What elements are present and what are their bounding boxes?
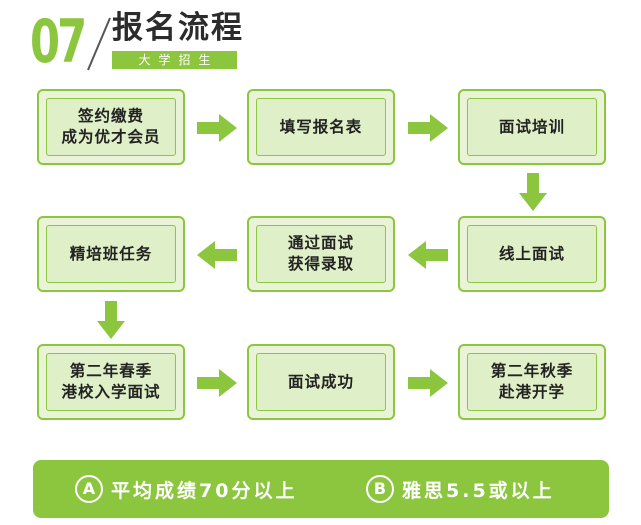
arrow-left-icon xyxy=(408,241,448,269)
marker-a-icon: A xyxy=(75,475,103,503)
requirement-b-text: 雅思5.5或以上 xyxy=(402,479,555,502)
slash-decoration-icon xyxy=(80,14,120,74)
step-box-9: 第二年秋季 赴港开学 xyxy=(458,344,606,420)
step-label-3: 面试培训 xyxy=(498,117,565,136)
step-label-1: 签约缴费 成为优才会员 xyxy=(61,107,161,146)
marker-b-icon: B xyxy=(366,475,394,503)
arrow-right-icon xyxy=(197,369,237,397)
step-label-6: 精培班任务 xyxy=(69,244,153,263)
arrow-down-icon xyxy=(519,173,547,211)
step-box-4: 线上面试 xyxy=(458,216,606,292)
step-box-1: 签约缴费 成为优才会员 xyxy=(37,89,185,165)
arrow-right-icon xyxy=(408,369,448,397)
step-box-8: 面试成功 xyxy=(247,344,395,420)
page-title: 报名流程 xyxy=(112,10,244,46)
step-label-4: 线上面试 xyxy=(498,244,565,263)
step-label-9: 第二年秋季 赴港开学 xyxy=(490,362,574,401)
arrow-left-icon xyxy=(197,241,237,269)
requirement-b: B 雅思5.5或以上 xyxy=(366,474,555,504)
step-box-6: 精培班任务 xyxy=(37,216,185,292)
section-number: 07 xyxy=(30,7,87,77)
page-subtitle: 大学招生 xyxy=(112,51,237,69)
step-label-5: 通过面试 获得录取 xyxy=(287,234,354,273)
step-label-8: 面试成功 xyxy=(287,372,354,391)
step-box-5: 通过面试 获得录取 xyxy=(247,216,395,292)
arrow-right-icon xyxy=(408,114,448,142)
requirement-a-text: 平均成绩70分以上 xyxy=(111,479,298,502)
step-label-7: 第二年春季 港校入学面试 xyxy=(61,362,161,401)
step-box-7: 第二年春季 港校入学面试 xyxy=(37,344,185,420)
step-label-2: 填写报名表 xyxy=(279,117,363,136)
requirements-bar: A 平均成绩70分以上 B 雅思5.5或以上 xyxy=(33,460,609,518)
step-box-3: 面试培训 xyxy=(458,89,606,165)
arrow-down-icon xyxy=(97,301,125,339)
arrow-right-icon xyxy=(197,114,237,142)
requirement-a: A 平均成绩70分以上 xyxy=(75,474,297,504)
step-box-2: 填写报名表 xyxy=(247,89,395,165)
